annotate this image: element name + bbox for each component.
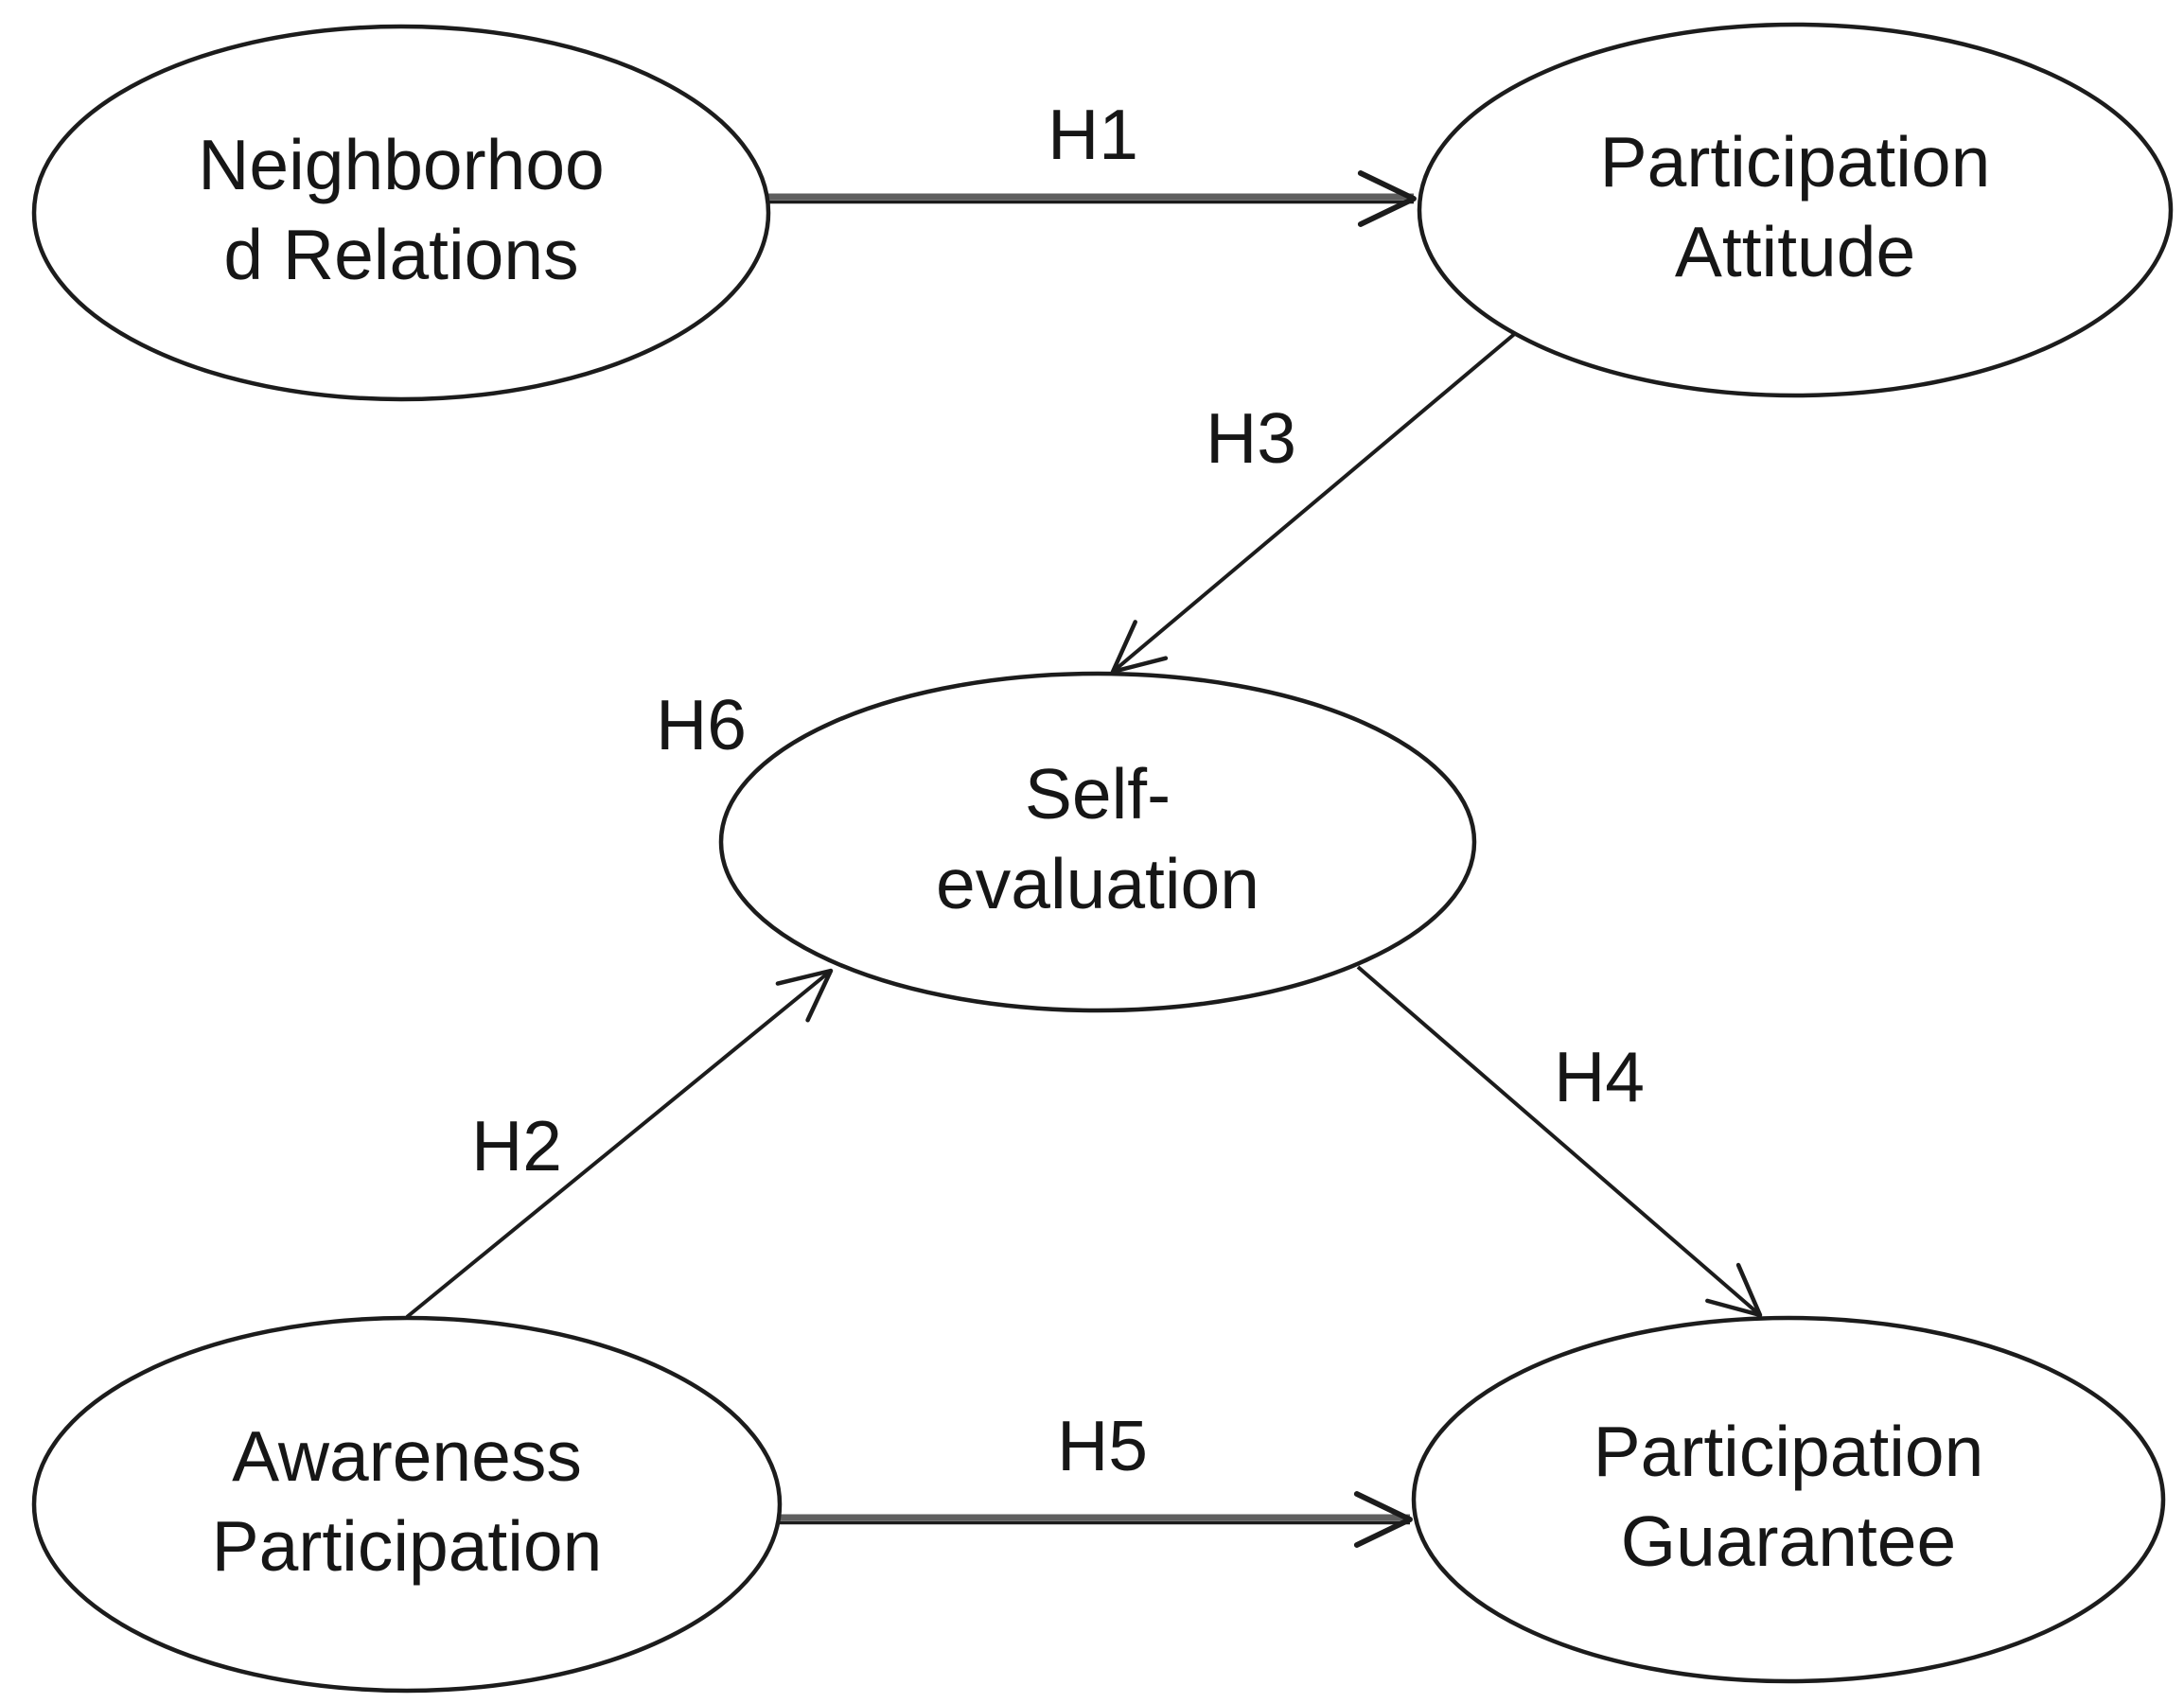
node-ellipse-awareness-participation: [31, 1315, 783, 1694]
arrowhead-icon-h3: [1110, 620, 1169, 675]
node-label-line-participation-guarantee-1: Guarantee: [1621, 1501, 1956, 1581]
arrowhead-icon-h2: [775, 968, 834, 1023]
lines-layer: [405, 193, 1762, 1525]
node-label-line-self-evaluation-0: Self-: [1025, 754, 1171, 834]
node-ellipse-neighborhood-relations: [31, 24, 771, 402]
edge-label-h5: H5: [1057, 1406, 1148, 1485]
edge-label-h4: H4: [1554, 1037, 1645, 1116]
arrowhead-icon-h4: [1705, 1262, 1763, 1318]
node-ellipse-participation-guarantee: [1411, 1315, 2166, 1684]
node-label-line-neighborhood-relations-1: d Relations: [223, 215, 578, 294]
node-label-line-awareness-participation-1: Participation: [212, 1506, 603, 1586]
floating-label-h6: H6: [656, 685, 747, 764]
arrowhead-icon-h1: [1357, 170, 1417, 227]
edge-label-h1: H1: [1048, 95, 1138, 174]
edge-line-h2: [405, 969, 833, 1319]
node-label-self-evaluation: Self-evaluation: [936, 754, 1259, 923]
node-label-line-participation-attitude-1: Attitude: [1675, 212, 1915, 291]
node-ellipse-self-evaluation: [718, 671, 1477, 1013]
edge-line-h3: [1111, 325, 1525, 674]
node-label-line-neighborhood-relations-0: Neighborhoo: [198, 125, 605, 204]
edge-label-h3: H3: [1206, 398, 1296, 478]
node-label-neighborhood-relations: Neighborhoo d Relations: [198, 125, 605, 294]
edge-line-h4: [1356, 965, 1762, 1317]
node-label-line-self-evaluation-1: evaluation: [936, 844, 1259, 923]
edge-label-h2: H2: [471, 1106, 562, 1185]
node-label-line-participation-guarantee-0: Participation: [1594, 1412, 1984, 1491]
node-label-line-participation-attitude-0: Participation: [1600, 122, 1991, 202]
arrowhead-icon-h5: [1353, 1491, 1413, 1548]
node-ellipse-participation-attitude: [1417, 22, 2174, 398]
node-label-line-awareness-participation-0: Awareness: [232, 1416, 582, 1496]
